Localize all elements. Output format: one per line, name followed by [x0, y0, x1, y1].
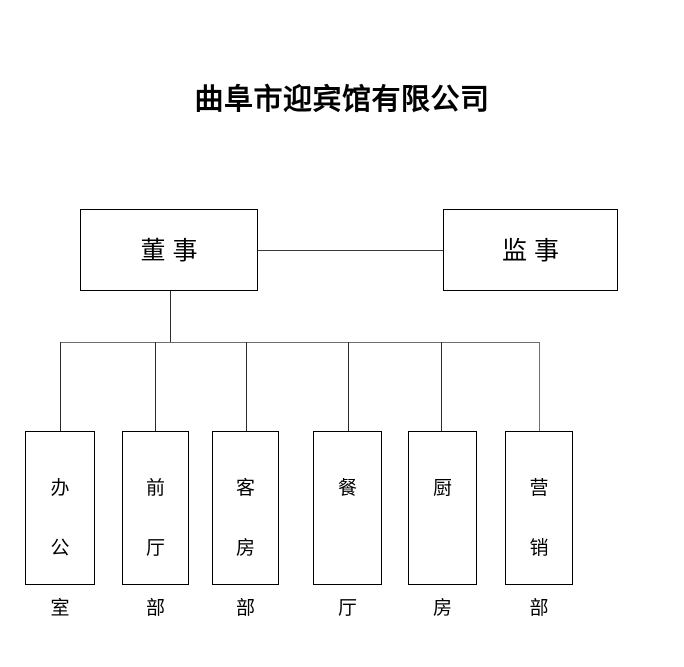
node-director-label: 董事 — [140, 235, 205, 265]
node-director[interactable]: 董事 — [80, 209, 258, 291]
node-char: 房 — [235, 537, 255, 559]
node-department-front-desk[interactable]: 前 厅 部 — [122, 431, 189, 619]
connector-drop-restaurant — [348, 342, 349, 431]
connector-drop-office — [60, 342, 61, 431]
node-department-front-desk-label: 前 厅 部 — [123, 458, 188, 657]
node-department-marketing[interactable]: 营 销 部 — [505, 431, 573, 619]
node-department-guest-rooms-label: 客 房 部 — [213, 458, 278, 657]
node-department-kitchen[interactable]: 厨 房 — [408, 431, 477, 619]
node-supervisor-label: 监事 — [501, 235, 566, 265]
node-department-office-label: 办 公 室 — [26, 458, 94, 657]
connector-director-supervisor — [258, 250, 443, 251]
node-char: 厅 — [145, 537, 165, 559]
node-char: 销 — [529, 537, 549, 559]
node-department-restaurant-label: 餐 厅 — [314, 458, 381, 657]
node-char: 部 — [145, 597, 165, 619]
connector-drop-front-desk — [155, 342, 156, 431]
connector-drop-kitchen — [441, 342, 442, 431]
node-department-office[interactable]: 办 公 室 — [25, 431, 95, 619]
node-char: 部 — [529, 597, 549, 619]
node-char: 营 — [529, 477, 549, 499]
page-title: 曲阜市迎宾馆有限公司 — [194, 82, 490, 116]
node-char: 室 — [50, 597, 70, 619]
node-department-restaurant[interactable]: 餐 厅 — [313, 431, 382, 619]
node-char: 前 — [145, 477, 165, 499]
connector-department-bus — [60, 342, 539, 343]
node-char: 公 — [50, 537, 70, 559]
node-char: 部 — [235, 597, 255, 619]
node-char: 房 — [432, 597, 452, 619]
node-department-marketing-label: 营 销 部 — [506, 458, 572, 657]
connector-director-drop — [170, 291, 171, 342]
node-char — [409, 537, 476, 578]
node-char: 餐 — [337, 477, 357, 499]
node-supervisor[interactable]: 监事 — [443, 209, 618, 291]
node-char: 客 — [235, 477, 255, 499]
node-char: 厨 — [432, 477, 452, 499]
node-department-kitchen-label: 厨 房 — [409, 458, 476, 657]
connector-drop-guest-rooms — [246, 342, 247, 431]
connector-drop-marketing — [539, 342, 540, 431]
node-char: 办 — [50, 477, 70, 499]
node-char — [314, 537, 381, 578]
node-char: 厅 — [337, 597, 357, 619]
node-department-guest-rooms[interactable]: 客 房 部 — [212, 431, 279, 619]
